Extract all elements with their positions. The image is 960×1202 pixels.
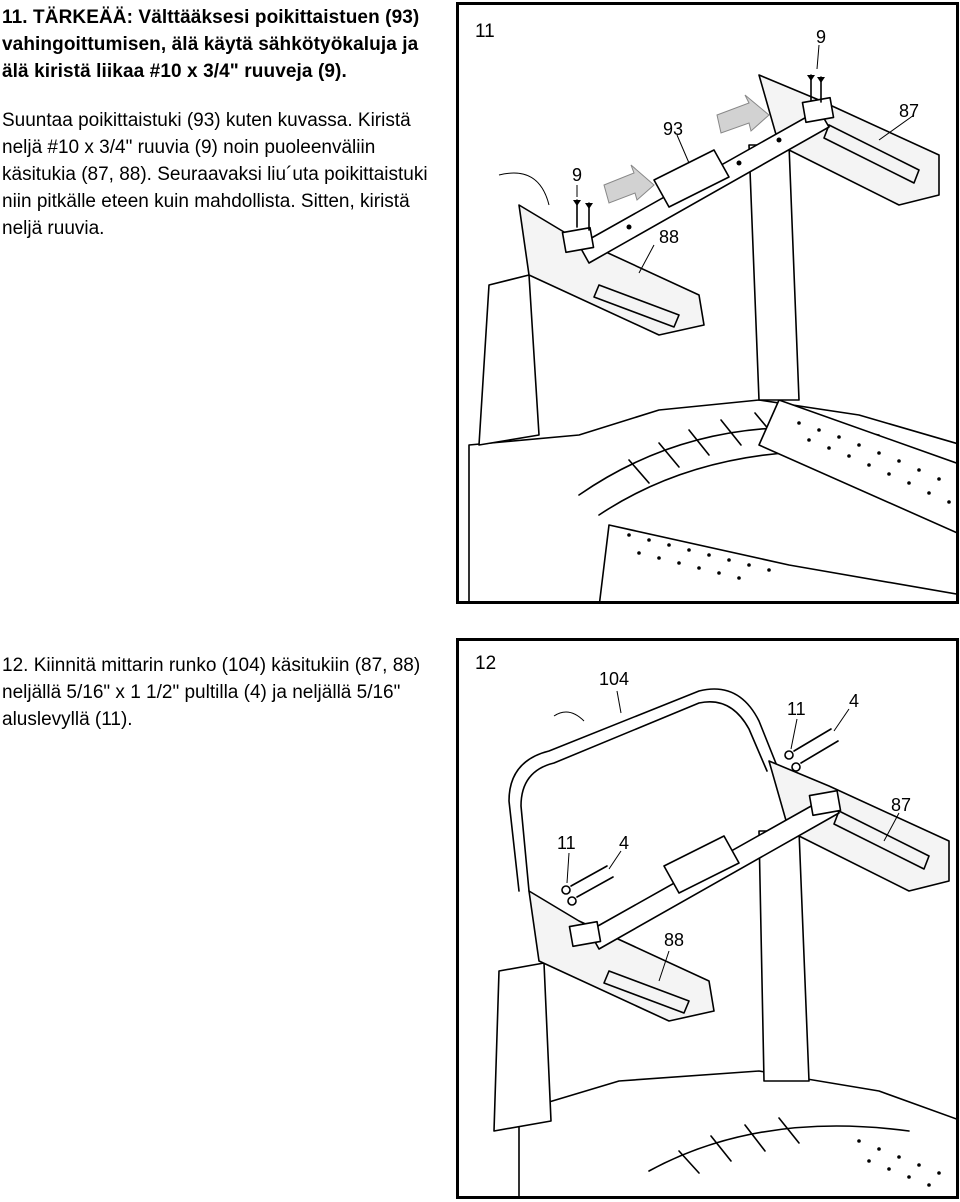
leader-87	[878, 114, 915, 141]
console-frame-inner	[520, 701, 768, 892]
right-mount-block	[808, 789, 842, 817]
figure-11: 11	[456, 2, 959, 604]
leader-93	[676, 134, 690, 164]
crossbar-center-plate	[653, 149, 730, 208]
crossbar-center-plate	[663, 835, 740, 894]
step-11-text: 11. TÄRKEÄÄ: Välttääksesi poikittaistuen…	[2, 4, 442, 242]
right-mount-block	[801, 96, 835, 124]
left-mount-block	[561, 226, 595, 254]
leader-9-right	[816, 44, 820, 70]
motor-hood-edge	[648, 1125, 910, 1172]
left-handrail-grip	[593, 284, 680, 328]
push-forward-arrow-left	[603, 164, 655, 204]
left-handrail	[528, 890, 715, 1022]
right-handrail-grip	[833, 810, 930, 870]
leader-87	[883, 812, 900, 842]
leader-88	[638, 244, 655, 274]
callout-4-left: 4	[619, 833, 629, 853]
callout-4-right: 4	[849, 691, 859, 711]
step-11-warning: 11. TÄRKEÄÄ: Välttääksesi poikittaistuen…	[2, 7, 420, 82]
callout-88: 88	[659, 227, 679, 247]
figure-11-number: 11	[475, 21, 495, 42]
bolts-right	[784, 728, 839, 772]
side-rail-dots	[857, 1139, 941, 1187]
push-forward-arrow-right	[716, 94, 770, 134]
right-upright	[758, 830, 810, 1082]
right-upright	[748, 144, 800, 401]
left-mount-block	[568, 920, 602, 948]
right-handrail-grip	[823, 124, 920, 184]
figure-11-illustration: 11	[468, 21, 956, 601]
left-handrail	[518, 204, 705, 336]
step-11-instructions: Suuntaa poikittaistuki (93) kuten kuvass…	[2, 110, 428, 239]
hood-vent-slots	[678, 1117, 800, 1174]
screws-right	[807, 74, 825, 103]
callout-9-right: 9	[816, 27, 826, 47]
callout-88: 88	[664, 930, 684, 950]
figure-12-illustration: 12	[475, 653, 956, 1196]
leader-88	[658, 950, 670, 982]
left-upright	[493, 962, 552, 1132]
step-12-text: 12. Kiinnitä mittarin runko (104) käsitu…	[2, 652, 442, 733]
console-cable	[498, 172, 550, 206]
crossbar-holes	[626, 137, 782, 230]
leader-11-right	[790, 718, 798, 750]
left-handrail-grip	[603, 970, 690, 1014]
console-frame-outer	[508, 688, 780, 892]
leader-4-right	[833, 708, 850, 732]
callout-104: 104	[599, 669, 629, 689]
step-12-instructions: 12. Kiinnitä mittarin runko (104) käsitu…	[2, 655, 421, 730]
callout-93: 93	[663, 119, 683, 139]
side-rail-right	[758, 399, 956, 534]
leader-4-left	[608, 850, 622, 870]
figure-12-number: 12	[475, 653, 496, 674]
callout-87: 87	[891, 795, 911, 815]
figure-12: 12	[456, 638, 959, 1199]
callout-11-right: 11	[787, 699, 806, 719]
callout-11-left: 11	[557, 833, 576, 853]
callout-87: 87	[899, 101, 919, 121]
callout-9-left: 9	[572, 165, 582, 185]
side-rail-left	[598, 524, 956, 601]
left-upright	[478, 274, 540, 446]
bolts-left	[561, 865, 614, 906]
leader-11-left	[566, 852, 570, 884]
treadmill-base	[518, 1070, 956, 1196]
leader-104	[616, 690, 622, 714]
screws-left	[573, 199, 593, 231]
console-cable	[553, 711, 585, 722]
